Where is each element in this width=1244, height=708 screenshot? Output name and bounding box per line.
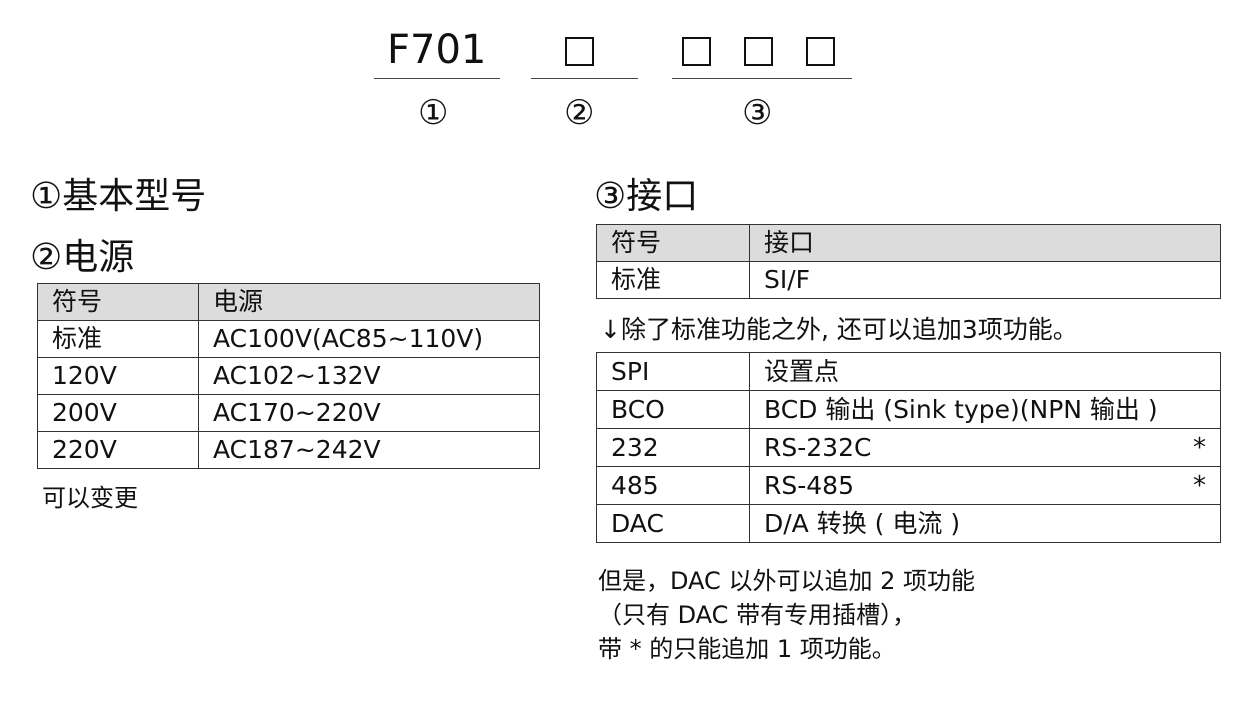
row-value: AC100V(AC85~110V) (198, 320, 540, 358)
table-row: 标准 SI/F (596, 261, 1221, 299)
footer-line-1: 但是，DAC 以外可以追加 2 项功能 (598, 567, 975, 595)
footer-line-2: （只有 DAC 带有专用插槽）， (598, 601, 917, 629)
row-value: AC170~220V (198, 394, 540, 432)
table-row: 232 RS-232C* (596, 428, 1221, 467)
interface-table: 符号 接口 标准 SI/F (596, 224, 1221, 299)
single-add-mark: * (1193, 470, 1206, 501)
header-interface: 接口 (749, 224, 1221, 262)
underline-1 (374, 78, 500, 79)
table-row: 220V AC187~242V (37, 431, 540, 469)
power-table: 符号 电源 标准 AC100V(AC85~110V) 120V AC102~13… (37, 283, 540, 469)
section-interface-title: ③接口 (594, 176, 699, 217)
footer-line-3: 带 * 的只能追加 1 项功能。 (598, 635, 896, 663)
row-value: SI/F (749, 261, 1221, 299)
option-box-interface-2 (744, 37, 773, 66)
table-row: BCO BCD 输出 (Sink type)(NPN 输出 ) (596, 390, 1221, 429)
option-code: BCO (596, 390, 750, 429)
option-desc: RS-485* (749, 466, 1221, 505)
options-table: SPI 设置点 BCO BCD 输出 (Sink type)(NPN 输出 ) … (596, 352, 1221, 543)
marker-1: ① (418, 93, 449, 133)
row-symbol: 200V (37, 394, 199, 432)
marker-2: ② (564, 93, 595, 133)
option-box-interface-3 (806, 37, 835, 66)
model-code: F701 (387, 27, 487, 73)
row-symbol: 120V (37, 357, 199, 395)
table-row: 200V AC170~220V (37, 394, 540, 432)
row-value: AC187~242V (198, 431, 540, 469)
underline-2 (531, 78, 638, 79)
section-basic-model-title: ①基本型号 (30, 176, 207, 217)
table-row: 标准 AC100V(AC85~110V) (37, 320, 540, 358)
option-box-power (565, 37, 594, 66)
row-symbol: 220V (37, 431, 199, 469)
row-value: AC102~132V (198, 357, 540, 395)
row-symbol: 标准 (37, 320, 199, 358)
power-footnote: 可以变更 (42, 484, 138, 512)
option-code: SPI (596, 352, 750, 391)
table-header-row: 符号 接口 (596, 224, 1221, 262)
section-power-title: ②电源 (30, 237, 135, 278)
option-code: 485 (596, 466, 750, 505)
row-symbol: 标准 (596, 261, 750, 299)
marker-3: ③ (742, 93, 773, 133)
table-header-row: 符号 电源 (37, 283, 540, 321)
option-desc: RS-232C* (749, 428, 1221, 467)
table-row: SPI 设置点 (596, 352, 1221, 391)
table-row: DAC D/A 转换 ( 电流 ) (596, 504, 1221, 543)
option-desc: BCD 输出 (Sink type)(NPN 输出 ) (749, 390, 1221, 429)
interface-note: ↓除了标准功能之外, 还可以追加3项功能。 (600, 315, 1078, 344)
option-code: DAC (596, 504, 750, 543)
option-desc: 设置点 (749, 352, 1221, 391)
table-row: 485 RS-485* (596, 466, 1221, 505)
option-box-interface-1 (682, 37, 711, 66)
underline-3 (672, 78, 852, 79)
header-symbol: 符号 (37, 283, 199, 321)
table-row: 120V AC102~132V (37, 357, 540, 395)
option-desc: D/A 转换 ( 电流 ) (749, 504, 1221, 543)
header-symbol: 符号 (596, 224, 750, 262)
header-power: 电源 (198, 283, 540, 321)
single-add-mark: * (1193, 432, 1206, 463)
option-code: 232 (596, 428, 750, 467)
